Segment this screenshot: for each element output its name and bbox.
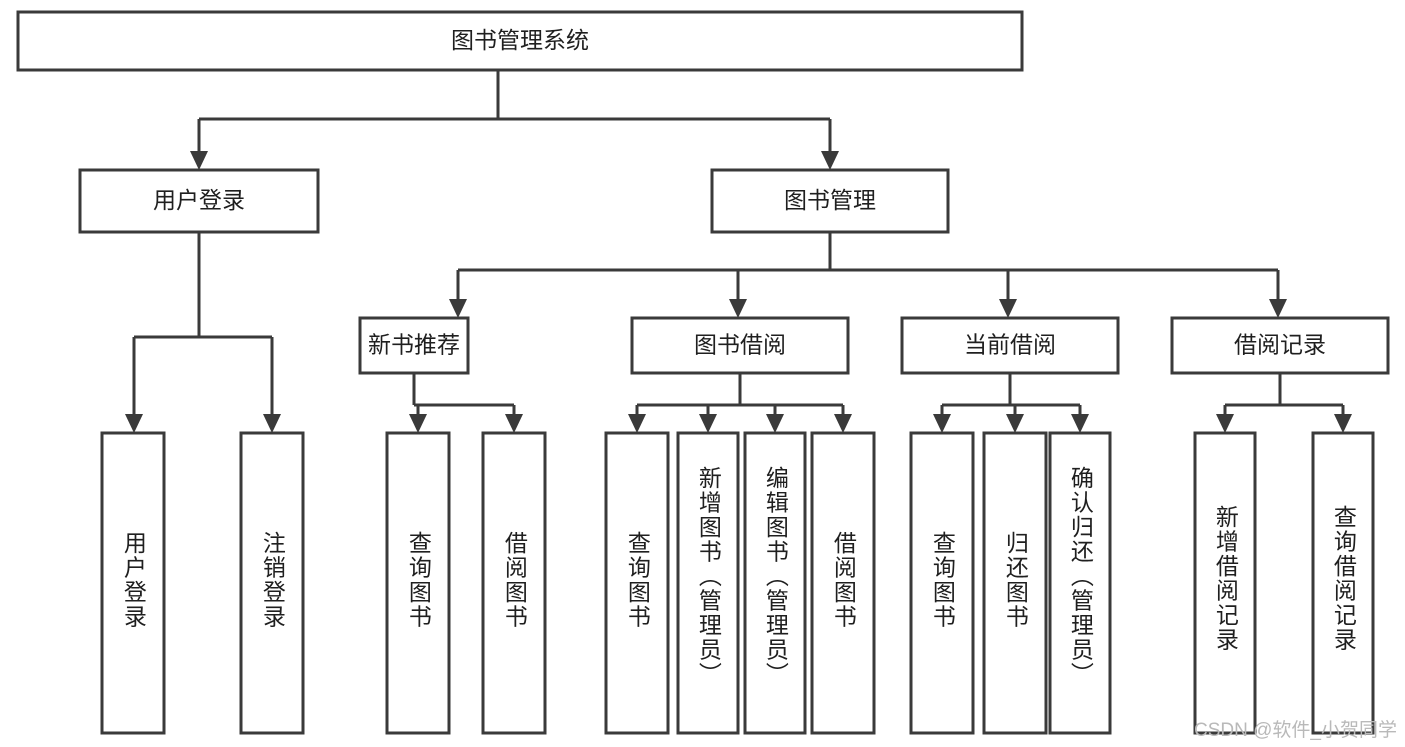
node-box-root[interactable] [16, 10, 1024, 72]
arrow-head-icon [190, 151, 208, 170]
node-label: 图书管理系统 [451, 27, 589, 53]
node-box-leaf[interactable] [743, 431, 807, 735]
arrow-head-icon [699, 414, 717, 433]
node-box-level2[interactable] [78, 168, 320, 234]
node-box-level2[interactable] [710, 168, 950, 234]
arrow-head-icon [933, 414, 951, 433]
arrow-head-icon [1269, 299, 1287, 318]
node-label: 新书推荐 [368, 332, 460, 358]
watermark: CSDN @软件_小贺同学 [1194, 720, 1397, 741]
arrow-head-icon [821, 151, 839, 170]
node-box-level3[interactable] [900, 316, 1120, 375]
node-box-leaf[interactable] [909, 431, 975, 735]
node-label: 图书借阅 [694, 332, 786, 358]
arrow-head-icon [1071, 414, 1089, 433]
arrow-head-icon [505, 414, 523, 433]
arrow-head-icon [766, 414, 784, 433]
node-boxes [16, 10, 1390, 735]
arrow-head-icon [125, 414, 143, 433]
node-box-leaf[interactable] [100, 431, 166, 735]
node-box-leaf[interactable] [1193, 431, 1257, 735]
node-box-leaf[interactable] [481, 431, 547, 735]
node-label: 借阅记录 [1234, 332, 1326, 358]
node-box-leaf[interactable] [385, 431, 451, 735]
arrow-head-icon [999, 299, 1017, 318]
node-box-leaf[interactable] [676, 431, 740, 735]
arrow-head-icon [1006, 414, 1024, 433]
node-label: 当前借阅 [964, 332, 1056, 358]
arrow-head-icon [1216, 414, 1234, 433]
arrow-head-icon [409, 414, 427, 433]
arrow-head-icon [1334, 414, 1352, 433]
connector-lines [125, 70, 1352, 433]
arrow-head-icon [729, 299, 747, 318]
node-box-level3[interactable] [630, 316, 850, 375]
arrow-head-icon [834, 414, 852, 433]
arrow-head-icon [449, 299, 467, 318]
node-box-leaf[interactable] [1311, 431, 1375, 735]
arrow-head-icon [628, 414, 646, 433]
node-box-leaf[interactable] [604, 431, 670, 735]
node-box-level3[interactable] [1170, 316, 1390, 375]
arrow-head-icon [263, 414, 281, 433]
node-box-leaf[interactable] [982, 431, 1048, 735]
node-box-leaf[interactable] [1048, 431, 1112, 735]
node-label: 用户登录 [153, 187, 245, 213]
node-box-level3[interactable] [358, 316, 470, 375]
node-label: 图书管理 [784, 187, 876, 213]
node-box-leaf[interactable] [810, 431, 876, 735]
node-box-leaf[interactable] [239, 431, 305, 735]
